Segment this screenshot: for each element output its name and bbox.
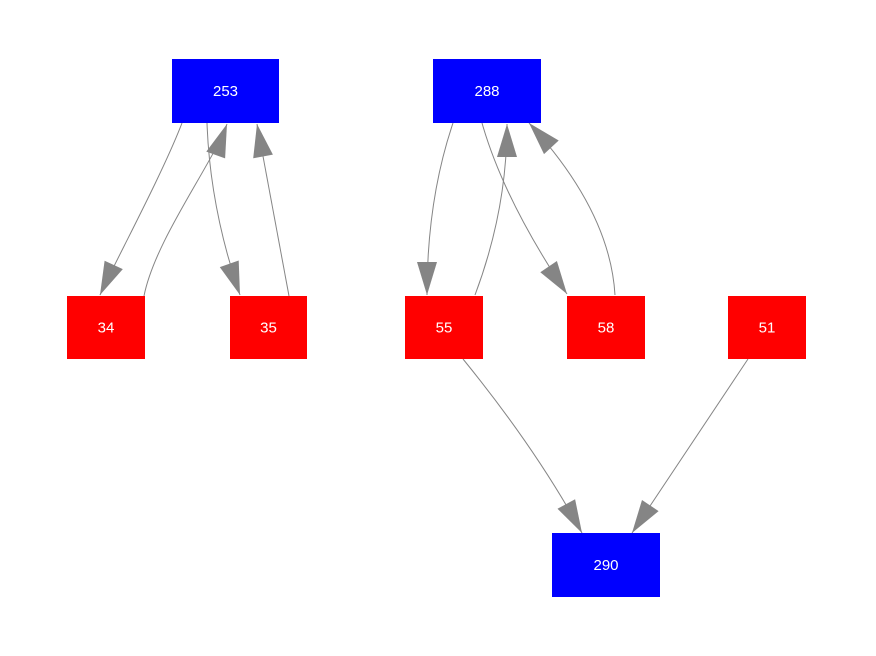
node-rect-34: [67, 296, 145, 359]
node-rect-253: [172, 59, 279, 123]
node-58: 58: [567, 296, 645, 359]
node-rect-288: [433, 59, 541, 123]
node-label-55: 55: [436, 320, 453, 337]
arrowhead-58-288: [529, 123, 559, 155]
node-label-253: 253: [213, 83, 238, 100]
node-55: 55: [405, 296, 483, 359]
node-rect-290: [552, 533, 660, 597]
arrowhead-253-34: [100, 260, 123, 295]
node-290: 290: [552, 533, 660, 597]
node-label-288: 288: [474, 83, 499, 100]
node-35: 35: [230, 296, 307, 359]
node-label-51: 51: [759, 320, 776, 337]
node-label-58: 58: [598, 320, 615, 337]
node-label-290: 290: [593, 557, 618, 574]
arrowhead-55-290: [557, 499, 582, 533]
node-rect-58: [567, 296, 645, 359]
node-253: 253: [172, 59, 279, 123]
node-rect-55: [405, 296, 483, 359]
node-rect-35: [230, 296, 307, 359]
arrowhead-288-58: [540, 261, 567, 294]
node-51: 51: [728, 296, 806, 359]
node-label-34: 34: [98, 320, 115, 337]
node-rect-51: [728, 296, 806, 359]
arrowhead-288-55: [417, 262, 437, 295]
node-34: 34: [67, 296, 145, 359]
arrowhead-35-253: [253, 124, 273, 159]
arrowhead-253-35: [219, 260, 240, 295]
node-288: 288: [433, 59, 541, 123]
arrowhead-55-288: [497, 124, 517, 157]
arrowhead-34-253: [206, 124, 227, 159]
node-label-35: 35: [260, 320, 277, 337]
arrowhead-51-290: [632, 500, 659, 533]
